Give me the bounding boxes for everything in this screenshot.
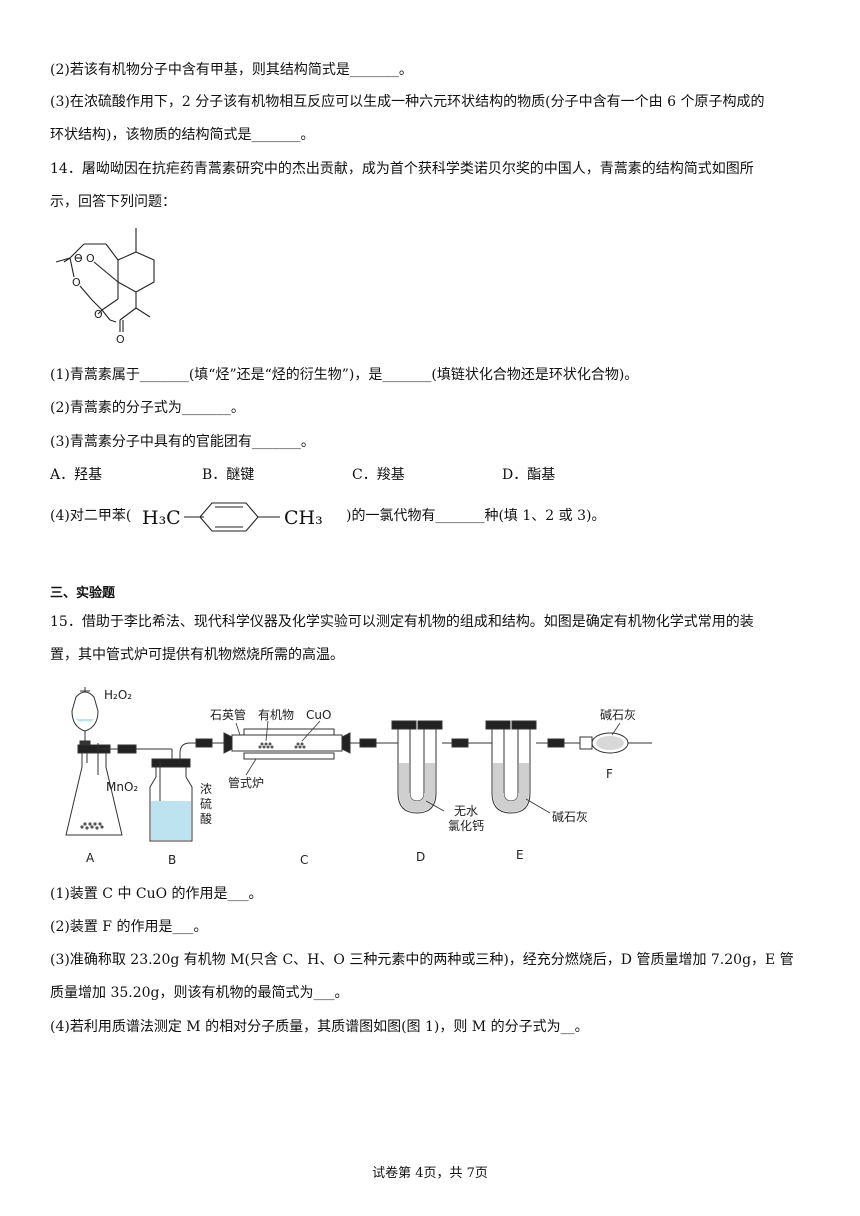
cacl2-label: 无水 [454, 804, 478, 818]
oxygen-label: O [94, 308, 103, 321]
q15-intro-line1: 15．借助于李比希法、现代科学仪器及化学实验可以测定有机物的组成和结构。如图是确… [50, 614, 754, 630]
q15-part2: (2)装置 F 的作用是___。 [50, 919, 208, 935]
option-b[interactable]: B．醚键 [202, 467, 255, 483]
oxygen-label: O [72, 276, 81, 289]
q13-part2: (2)若该有机物分子中含有甲基，则其结构简式是_______。 [50, 62, 413, 78]
option-c[interactable]: C．羧基 [352, 467, 405, 483]
q15-part4: (4)若利用质谱法测定 M 的相对分子质量，其质谱图如图(图 1)，则 M 的分… [50, 1019, 589, 1035]
oxygen-label: O [86, 252, 95, 265]
apparatus-label-b: B [168, 853, 176, 867]
apparatus-label-e: E [516, 848, 524, 862]
apparatus-label-a: A [86, 851, 95, 865]
artemisinin-structure: O O O O O [55, 228, 155, 346]
q14-options: A．羟基 B．醚键 C．羧基 D．酯基 [50, 465, 812, 485]
q14-part1: (1)青蒿素属于_______(填“烃”还是“烃的衍生物”)，是_______(… [50, 367, 639, 383]
q13-part3-line1: (3)在浓硫酸作用下，2 分子该有机物相互反应可以生成一种六元环状结构的物质(分… [50, 94, 765, 110]
cacl2-label: 氯化钙 [448, 819, 484, 833]
page-footer: 试卷第 4页，共 7页 [372, 1166, 488, 1181]
option-d[interactable]: D．酯基 [502, 467, 556, 483]
acid-label: 浓 [200, 782, 212, 796]
acid-label: 硫 [200, 796, 212, 811]
q14-part4-after: )的一氯代物有_______种(填 1、2 或 3)。 [346, 508, 606, 524]
apparatus-diagram: H₂O₂ MnO₂ 浓 硫 酸 石英管 有机物 CuO 管式炉 无水 氯化钙 碱… [65, 687, 652, 867]
q14-part4-before: (4)对二甲苯( [50, 508, 132, 524]
oxygen-label: O [116, 333, 125, 346]
apparatus-label-d: D [416, 850, 425, 864]
acid-label: 酸 [200, 811, 212, 826]
q15-part3-line1: (3)准确称取 23.20g 有机物 M(只含 C、H、O 三种元素中的两种或三… [50, 952, 794, 968]
q15-intro-line2: 置，其中管式炉可提供有机物燃烧所需的高温。 [50, 647, 344, 663]
furnace-label: 管式炉 [228, 775, 264, 790]
methyl-left: H₃C [142, 507, 181, 529]
apparatus-label-c: C [300, 853, 308, 867]
h2o2-label: H₂O₂ [104, 688, 132, 702]
soda-lime-label: 碱石灰 [600, 708, 636, 722]
cuo-label: CuO [306, 708, 331, 722]
quartz-tube-label: 石英管 [210, 707, 246, 722]
option-a[interactable]: A．羟基 [50, 467, 103, 483]
section-title: 三、实验题 [50, 586, 116, 601]
oxygen-label: O [74, 252, 83, 265]
q14-intro-line1: 14．屠呦呦因在抗疟药青蒿素研究中的杰出贡献，成为首个获科学类诺贝尔奖的中国人，… [50, 161, 754, 177]
p-xylene-structure: H₃C CH₃ [142, 502, 323, 532]
apparatus-label-f: F [606, 767, 613, 781]
q14-part4: (4)对二甲苯( H₃C CH₃ )的一氯代物有_______种(填 1、2 或… [50, 500, 812, 534]
q15-part1: (1)装置 C 中 CuO 的作用是___。 [50, 886, 263, 902]
q14-part3: (3)青蒿素分子中具有的官能团有_______。 [50, 434, 315, 450]
mno2-label: MnO₂ [106, 780, 138, 794]
q14-intro-line2: 示，回答下列问题： [50, 194, 176, 210]
q15-part3-line2: 质量增加 35.20g，则该有机物的最简式为___。 [50, 985, 349, 1001]
organic-label: 有机物 [258, 708, 294, 722]
soda-lime-label: 碱石灰 [552, 810, 588, 824]
q14-part2: (2)青蒿素的分子式为_______。 [50, 400, 245, 416]
methyl-right: CH₃ [284, 507, 323, 529]
q13-part3-line2: 环状结构)，该物质的结构简式是_______。 [50, 127, 315, 143]
